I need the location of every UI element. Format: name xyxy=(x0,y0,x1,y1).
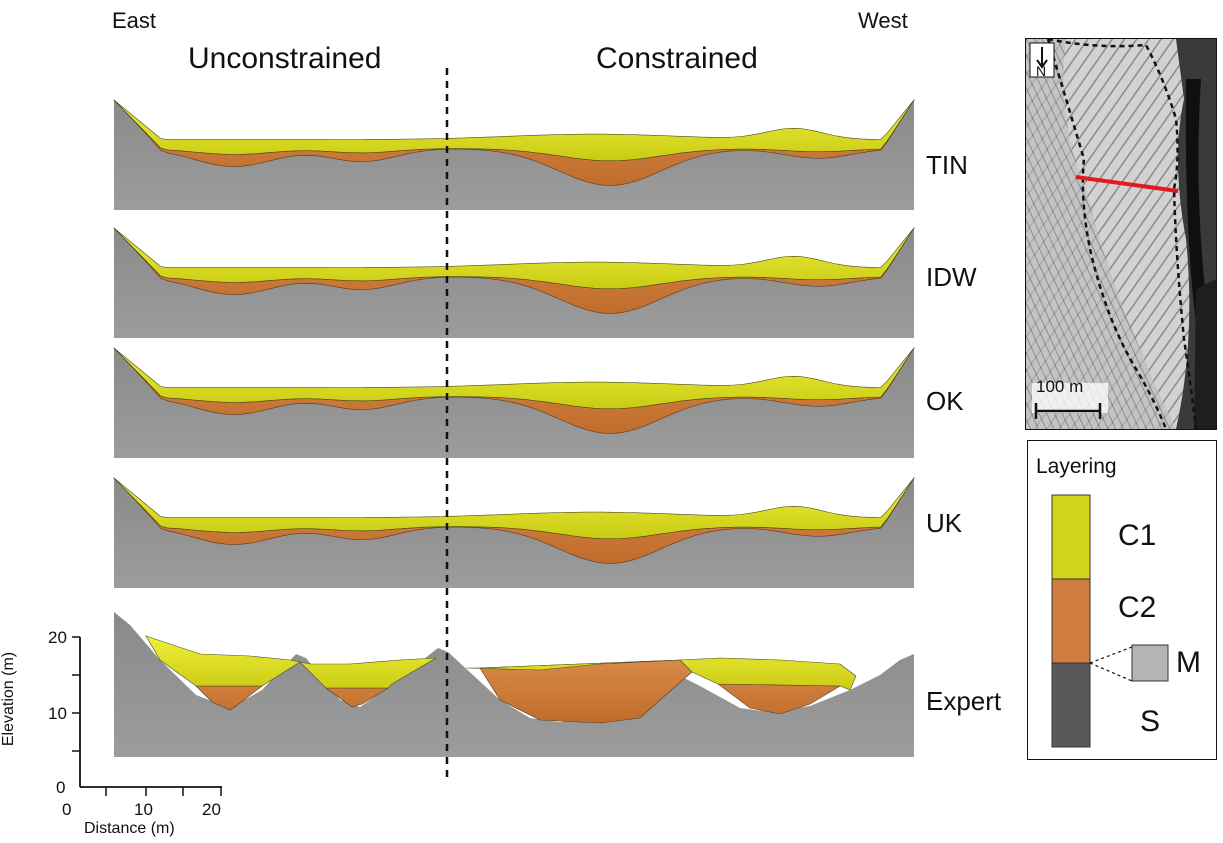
method-label-tin: TIN xyxy=(926,150,968,180)
elevation-tick-0: 0 xyxy=(56,778,66,797)
legend-code-m: M xyxy=(1176,646,1201,679)
constrained-header: Constrained xyxy=(596,42,758,75)
method-label-expert: Expert xyxy=(926,686,1002,716)
legend-swatches xyxy=(1051,494,1169,748)
swatch-c1 xyxy=(1051,494,1091,580)
legend-code-c2: C2 xyxy=(1118,591,1157,624)
legend-code-c1: C1 xyxy=(1118,519,1157,552)
cross-section-ok xyxy=(113,347,915,458)
method-label-uk: UK xyxy=(926,508,963,538)
swatch-s xyxy=(1051,662,1091,748)
boundary-dashed-line xyxy=(1047,39,1198,429)
elevation-tick-10: 10 xyxy=(48,704,67,723)
cross-section-figure xyxy=(72,68,915,796)
c1-layer xyxy=(113,227,915,290)
east-label: East xyxy=(112,8,157,33)
layering-legend: Layering C1 C2 M S xyxy=(1027,440,1217,760)
cross-section-expert xyxy=(114,612,914,757)
distance-axis-title: Distance (m) xyxy=(84,820,175,837)
hillshade-image xyxy=(1026,39,1216,429)
unconstrained-header: Unconstrained xyxy=(188,42,382,75)
legend-code-s: S xyxy=(1140,705,1161,738)
c1-layer xyxy=(113,477,915,540)
elevation-axis-title: Elevation (m) xyxy=(0,651,18,747)
profile-line xyxy=(1075,175,1179,193)
legend-title: Layering xyxy=(1036,455,1117,478)
method-label-ok: OK xyxy=(926,386,964,416)
cross-section-idw xyxy=(113,227,915,338)
bedrock-layer xyxy=(114,612,914,757)
c1-layer xyxy=(145,635,857,691)
c1-layer xyxy=(113,99,915,162)
distance-tick-20: 20 xyxy=(202,800,221,819)
elevation-tick-20: 20 xyxy=(48,628,67,647)
scale-axes xyxy=(72,636,222,796)
cross-section-tin xyxy=(113,99,915,210)
swatch-m xyxy=(1131,644,1169,682)
c1-layer xyxy=(113,347,915,410)
swatch-c2 xyxy=(1051,578,1091,664)
west-label: West xyxy=(858,8,908,33)
c2-layer xyxy=(195,659,842,724)
distance-tick-0: 0 xyxy=(62,800,72,819)
scale-label: 100 m xyxy=(1036,377,1084,396)
cross-section-uk xyxy=(113,477,915,588)
distance-tick-10: 10 xyxy=(134,800,153,819)
location-map: N 100 m xyxy=(1025,38,1217,430)
method-label-idw: IDW xyxy=(926,262,977,292)
north-label: N xyxy=(1036,63,1047,79)
